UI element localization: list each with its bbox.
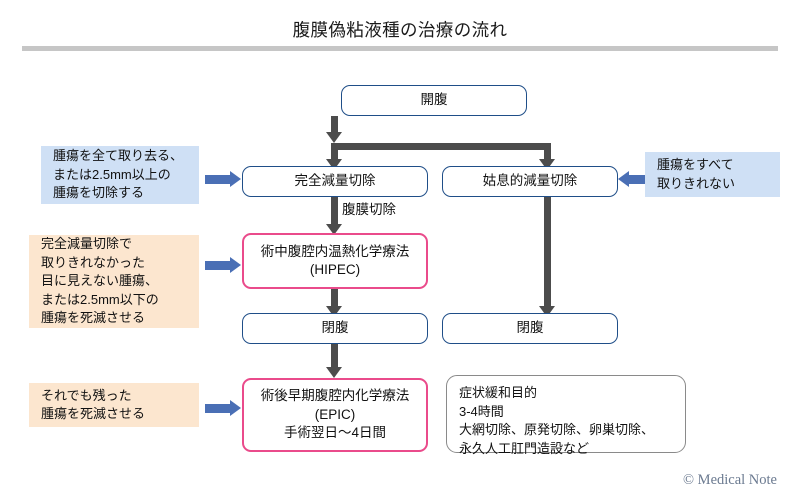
connector-left-branch-stem — [331, 143, 338, 161]
annotation-arrowhead-incomplete-resection — [618, 171, 629, 187]
connector-closure-to-epic-stem — [331, 344, 338, 370]
annotation-arrow-epic — [205, 404, 231, 413]
annotation-arrowhead-hipec — [230, 257, 241, 273]
connector-split-bar — [331, 143, 551, 150]
connector-laparotomy-arrowhead — [326, 132, 342, 143]
connector-left-branch-arrowhead — [326, 159, 342, 170]
node-epic-label: 術後早期腹腔内化学療法 (EPIC) 手術翌日〜4日間 — [260, 388, 410, 441]
callout-epic-purpose-text: それでも残った 腫瘍を死滅させる — [41, 387, 146, 421]
edge-label-peritonectomy: 腹膜切除 — [342, 202, 396, 217]
connector-palliative-to-closure-arrowhead — [539, 306, 555, 317]
connector-closure-to-epic-arrowhead — [326, 367, 342, 378]
annotation-arrow-incomplete-resection — [629, 175, 655, 184]
connector-hipec-to-closure-stem — [331, 288, 338, 308]
connector-complete-to-hipec-arrowhead — [326, 224, 342, 235]
callout-complete-resection-text: 腫瘍を全て取り去る、 または2.5mm以上の 腫瘍を切除する — [53, 148, 184, 201]
node-palliative-cytoreduction-label: 姑息的減量切除 — [482, 173, 578, 189]
callout-hipec-purpose-text: 完全減量切除で 取りきれなかった 目に見えない腫瘍、 または2.5mm以下の 腫… — [41, 236, 159, 326]
node-closure-left-label: 閉腹 — [321, 320, 349, 336]
callout-incomplete-resection-text: 腫瘍をすべて 取りきれない — [657, 157, 736, 191]
title-divider — [22, 46, 778, 51]
connector-laparotomy-stem — [331, 116, 338, 134]
info-panel-palliative-detail-text: 症状緩和目的 3-4時間 大網切除、原発切除、卵巣切除、 永久人工肛門造設など — [459, 385, 655, 457]
node-complete-cytoreduction-label: 完全減量切除 — [294, 173, 376, 189]
annotation-arrow-hipec — [205, 261, 231, 270]
callout-epic-purpose: それでも残った 腫瘍を死滅させる — [29, 383, 199, 427]
info-panel-palliative-detail: 症状緩和目的 3-4時間 大網切除、原発切除、卵巣切除、 永久人工肛門造設など — [446, 375, 686, 457]
node-laparotomy-label: 開腹 — [420, 92, 448, 108]
node-hipec[interactable]: 術中腹腔内温熱化学療法 (HIPEC) — [242, 233, 428, 289]
annotation-arrowhead-complete-resection — [230, 171, 241, 187]
node-closure-right[interactable]: 閉腹 — [442, 313, 618, 344]
callout-complete-resection: 腫瘍を全て取り去る、 または2.5mm以上の 腫瘍を切除する — [41, 146, 199, 204]
node-complete-cytoreduction[interactable]: 完全減量切除 — [242, 166, 428, 197]
connector-complete-to-hipec-stem — [331, 196, 338, 226]
annotation-arrow-complete-resection — [205, 175, 231, 184]
node-hipec-label: 術中腹腔内温熱化学療法 (HIPEC) — [260, 243, 410, 277]
node-closure-right-label: 閉腹 — [516, 320, 544, 336]
node-closure-left[interactable]: 閉腹 — [242, 313, 428, 344]
callout-hipec-purpose: 完全減量切除で 取りきれなかった 目に見えない腫瘍、 または2.5mm以下の 腫… — [29, 235, 199, 328]
node-palliative-cytoreduction[interactable]: 姑息的減量切除 — [442, 166, 618, 197]
connector-palliative-to-closure-stem — [544, 196, 551, 308]
copyright-credit: © Medical Note — [683, 472, 777, 488]
node-laparotomy[interactable]: 開腹 — [341, 85, 527, 116]
node-epic[interactable]: 術後早期腹腔内化学療法 (EPIC) 手術翌日〜4日間 — [242, 378, 428, 452]
annotation-arrowhead-epic — [230, 400, 241, 416]
page-title: 腹膜偽粘液種の治療の流れ — [292, 20, 508, 40]
connector-hipec-to-closure-arrowhead — [326, 306, 342, 317]
connector-right-branch-arrowhead — [539, 159, 555, 170]
callout-incomplete-resection: 腫瘍をすべて 取りきれない — [645, 152, 780, 197]
connector-right-branch-stem — [544, 143, 551, 161]
